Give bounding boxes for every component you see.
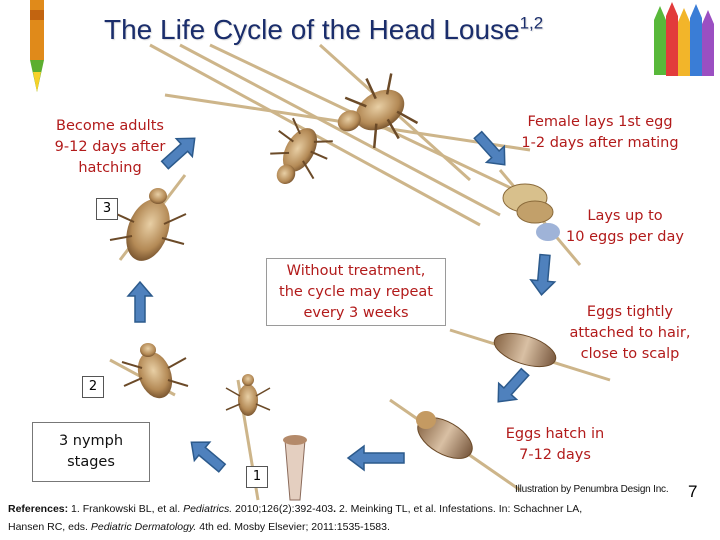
note-eggs-tightly: Eggs tightly attached to hair, close to … (569, 304, 691, 362)
hair-strands (149, 43, 531, 227)
ref-1-journal: Pediatrics. (183, 503, 233, 515)
note-nymph-stages: 3 nymph stages (58, 433, 124, 470)
ref-2-book: Pediatric Dermatology. (90, 521, 197, 533)
note-eggs-hatch: Eggs hatch in 7-12 days (505, 426, 605, 463)
crayon-left-icon (30, 0, 44, 92)
arrow-to-adults-icon (160, 137, 196, 170)
ref-2-details: 4th ed. Mosby Elsevier; 2011:1535-1583. (196, 521, 390, 533)
hatching-egg-icon (389, 398, 521, 492)
note-become-adults: Become adults 9-12 days after hatching (54, 118, 166, 176)
nymph-stages-box: 3 nymph stages (32, 422, 150, 482)
center-note-box: Without treatment, the cycle may repeat … (266, 258, 446, 326)
adult-louse-top (337, 73, 419, 149)
references: References: 1. Frankowski BL, et al. Ped… (8, 500, 648, 536)
arrow-to-eggs-attached-icon (529, 253, 557, 296)
egg-on-hair-icon (449, 328, 611, 382)
arrow-to-lays-icon (473, 130, 506, 166)
stage-1-badge: 1 (246, 466, 268, 488)
note-female-lays: Female lays 1st egg 1-2 days after matin… (521, 114, 679, 151)
arrow-to-hatch-icon (497, 367, 530, 403)
ref-2-text: 2. Meinking TL, et al. Infestations. In:… (338, 503, 583, 515)
arrow-nymph-progress-icon (190, 441, 227, 473)
adult-louse-mid (270, 117, 333, 185)
arrow-to-nymph-icon (346, 444, 405, 472)
note-without-treatment: Without treatment, the cycle may repeat … (279, 263, 433, 321)
ref-1-text: 1. Frankowski BL, et al. (68, 503, 184, 515)
illustration-credit: Illustration by Penumbra Design Inc. (515, 484, 669, 495)
references-label: References: (8, 503, 69, 515)
nymph-stage-2-icon (109, 343, 189, 399)
nymph-stage-3-icon (109, 174, 187, 261)
stage-2-badge: 2 (82, 376, 104, 398)
cycle-arrows (126, 130, 557, 473)
ref-1-details: 2010;126(2):392-403 (232, 503, 334, 515)
stage-3-badge: 3 (96, 198, 118, 220)
egg-laid-icon (498, 169, 582, 266)
slide-title: The Life Cycle of the Head Louse1,2 (104, 13, 544, 45)
arrow-to-stage-3-icon (126, 280, 154, 323)
page-number: 7 (688, 482, 698, 501)
note-lays-up-to: Lays up to 10 eggs per day (566, 208, 684, 245)
crayons-icon (654, 2, 714, 76)
ref-2-editors: Hansen RC, eds. (8, 521, 91, 533)
ref-separator: . (333, 503, 339, 515)
